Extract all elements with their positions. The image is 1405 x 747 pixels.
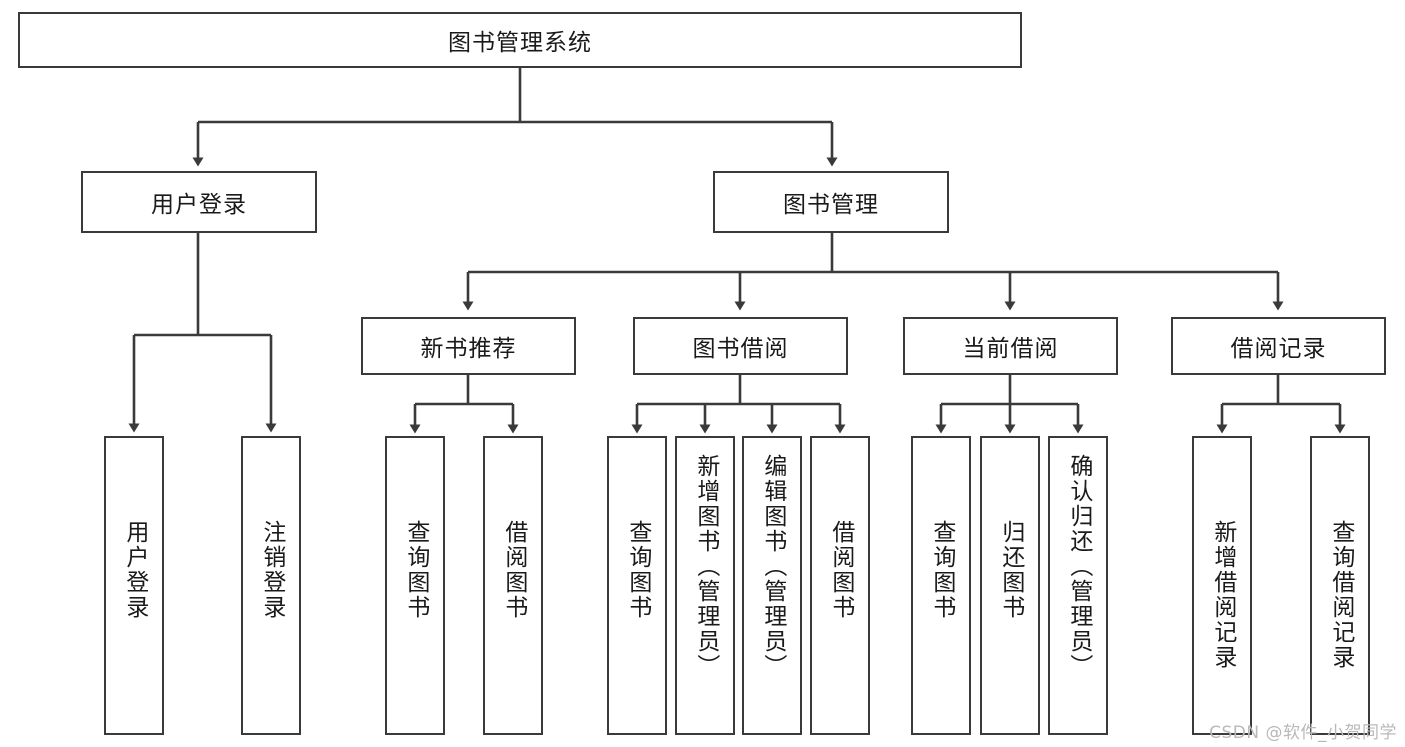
watermark: CSDN @软件_小贺同学 xyxy=(1209,723,1397,743)
leaf-user-login-login[interactable]: 用户登录 xyxy=(104,436,164,735)
node-label: 当前借阅 xyxy=(962,336,1059,362)
leaf-current-confirm-return-admin[interactable]: 确认归还（管理员） xyxy=(1048,436,1108,735)
leaf-label: 新增图书（管理员） xyxy=(692,454,719,679)
leaf-label: 查询图书 xyxy=(624,520,651,620)
leaf-label: 查询图书 xyxy=(402,520,429,620)
leaf-borrow-borrow-book[interactable]: 借阅图书 xyxy=(810,436,870,735)
leaf-label: 编辑图书（管理员） xyxy=(759,454,786,679)
node-root[interactable]: 图书管理系统 xyxy=(18,12,1022,68)
leaf-current-return-book[interactable]: 归还图书 xyxy=(980,436,1040,735)
leaf-label: 确认归还（管理员） xyxy=(1065,454,1092,679)
node-borrow-record[interactable]: 借阅记录 xyxy=(1171,317,1386,375)
leaf-label: 查询借阅记录 xyxy=(1327,520,1354,670)
leaf-label: 用户登录 xyxy=(121,520,148,620)
leaf-current-query-book[interactable]: 查询图书 xyxy=(911,436,971,735)
leaf-label: 借阅图书 xyxy=(827,520,854,620)
node-current-borrow[interactable]: 当前借阅 xyxy=(903,317,1118,375)
node-label: 借阅记录 xyxy=(1230,336,1327,362)
node-label: 用户登录 xyxy=(151,192,247,218)
node-book-borrow[interactable]: 图书借阅 xyxy=(633,317,848,375)
node-new-book-recommend[interactable]: 新书推荐 xyxy=(361,317,576,375)
leaf-recommend-query-book[interactable]: 查询图书 xyxy=(385,436,445,735)
leaf-label: 注销登录 xyxy=(258,520,285,620)
leaf-borrow-query-book[interactable]: 查询图书 xyxy=(607,436,667,735)
node-book-management[interactable]: 图书管理 xyxy=(713,171,949,233)
leaf-borrow-add-book-admin[interactable]: 新增图书（管理员） xyxy=(675,436,735,735)
node-user-login[interactable]: 用户登录 xyxy=(81,171,317,233)
leaf-label: 查询图书 xyxy=(928,520,955,620)
leaf-record-add-record[interactable]: 新增借阅记录 xyxy=(1192,436,1252,735)
node-label: 图书管理系统 xyxy=(448,30,592,56)
leaf-label: 归还图书 xyxy=(997,520,1024,620)
leaf-borrow-edit-book-admin[interactable]: 编辑图书（管理员） xyxy=(742,436,802,735)
leaf-recommend-borrow-book[interactable]: 借阅图书 xyxy=(483,436,543,735)
leaf-label: 借阅图书 xyxy=(500,520,527,620)
leaf-label: 新增借阅记录 xyxy=(1209,520,1236,670)
node-label: 图书管理 xyxy=(783,192,879,218)
leaf-user-login-logout[interactable]: 注销登录 xyxy=(241,436,301,735)
node-label: 图书借阅 xyxy=(692,336,789,362)
leaf-record-query-record[interactable]: 查询借阅记录 xyxy=(1310,436,1370,735)
node-label: 新书推荐 xyxy=(420,336,517,362)
